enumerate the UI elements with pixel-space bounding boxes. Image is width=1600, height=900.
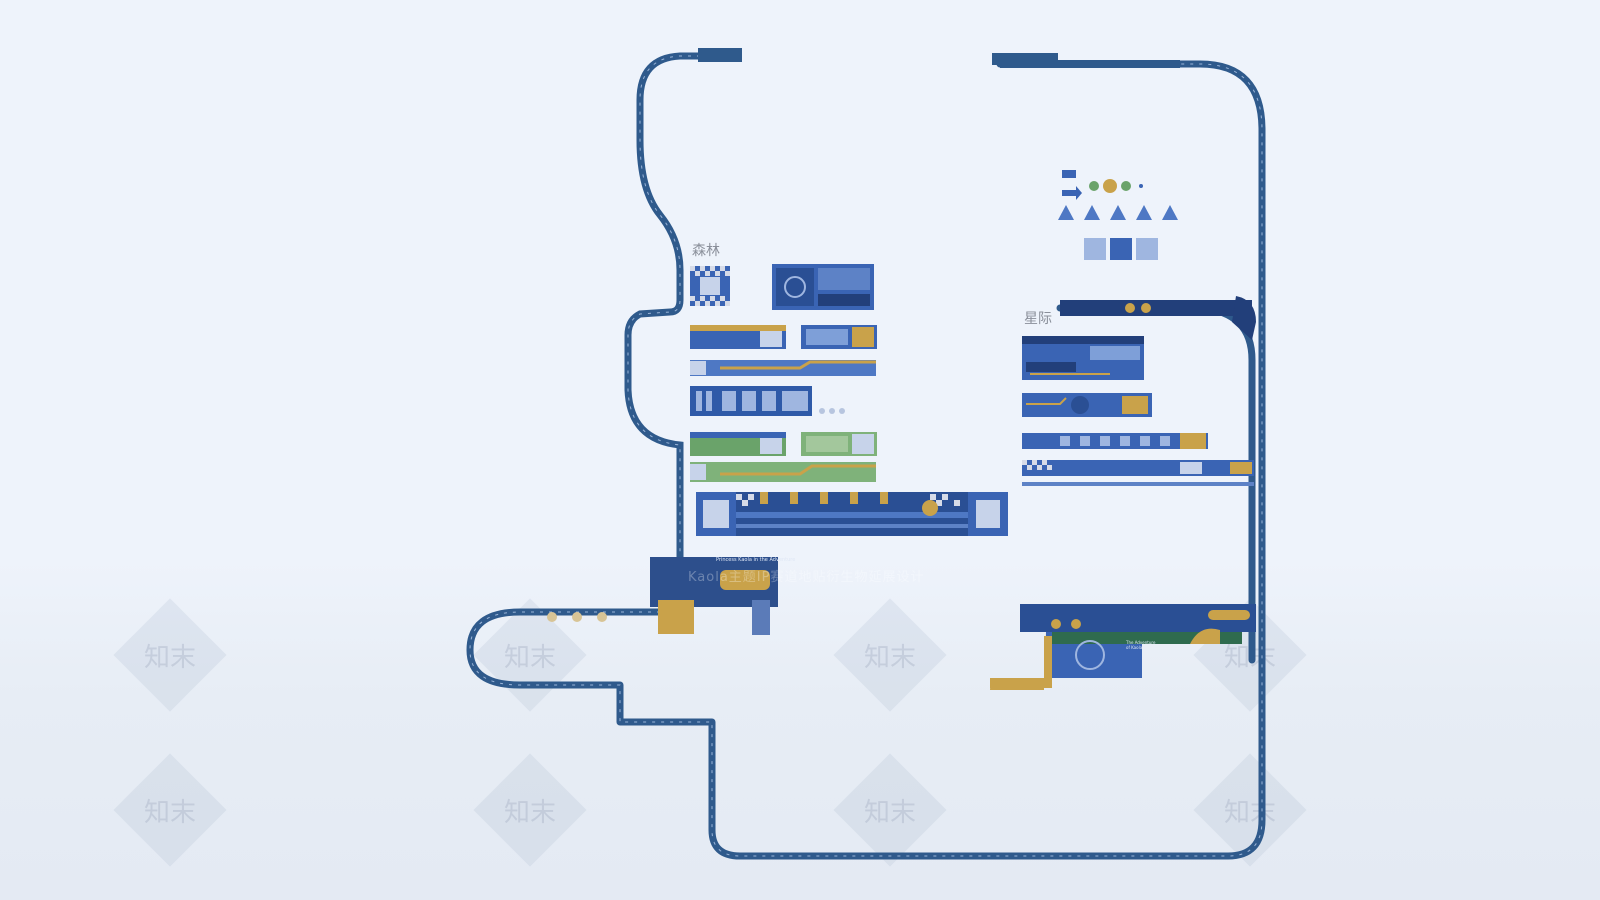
interstellar-panels <box>1022 170 1256 486</box>
forest-start-gold-strip <box>720 570 770 590</box>
watermark-text: 知末 <box>143 643 196 673</box>
forest-track-path <box>624 52 740 564</box>
forest-section-label: 森林 <box>692 243 720 259</box>
forest-panels <box>690 264 1008 536</box>
watermark-text: 知末 <box>863 798 916 828</box>
forest-plate-label: Princess Kaola in the Adventure <box>716 557 796 563</box>
track-dot <box>597 612 607 622</box>
interstellar-plate-label: The Adventure of Kaola <box>1126 640 1156 650</box>
watermark-text: 知末 <box>1223 798 1276 828</box>
watermark-text: 知末 <box>143 798 196 828</box>
track-dot <box>572 612 582 622</box>
page-caption: Kaola主题IP赛道地贴衍生物延展设计 <box>688 570 925 585</box>
forest-start-post <box>752 600 770 635</box>
track-start-plate <box>698 48 742 62</box>
watermark-text: 知末 <box>503 643 556 673</box>
background-gradient <box>0 560 1600 900</box>
watermark-text: 知末 <box>863 643 916 673</box>
track-dot <box>547 612 557 622</box>
forest-start-gold-block <box>658 600 694 634</box>
interstellar-bottom-section <box>990 604 1256 690</box>
track-straight-segment <box>1000 60 1180 68</box>
watermark-text: 知末 <box>503 798 556 828</box>
interstellar-section-label: 星际 <box>1024 311 1052 327</box>
main-track-centerline <box>469 63 1263 857</box>
